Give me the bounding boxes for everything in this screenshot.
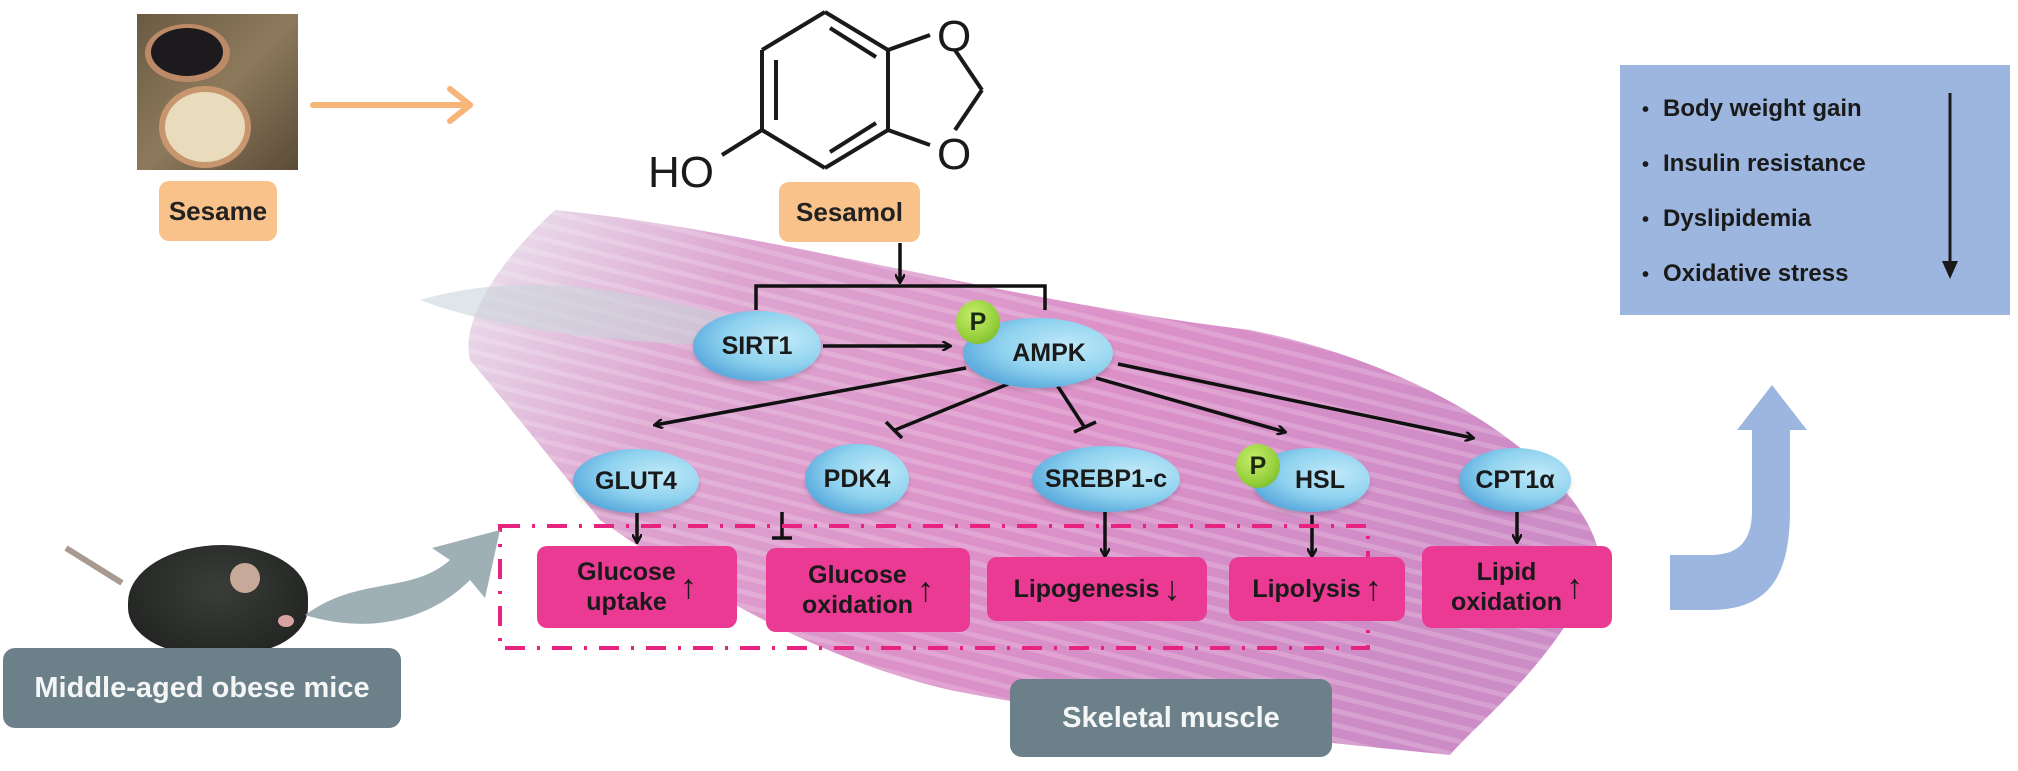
effect-line1: Lipogenesis xyxy=(1013,575,1160,603)
effect-line1: Glucose xyxy=(808,561,907,589)
mouse-model-label: Middle-aged obese mice xyxy=(3,648,401,728)
node-pdk4-label: PDK4 xyxy=(823,464,891,493)
node-pdk4: PDK4 xyxy=(805,444,909,514)
oxygen-bottom-atom: O xyxy=(937,130,972,179)
outcome-item: •Oxidative stress xyxy=(1642,260,1849,287)
outcomes-box: •Body weight gain •Insulin resistance •D… xyxy=(1620,65,2010,315)
oxygen-top-atom: O xyxy=(937,12,972,61)
sesame-image xyxy=(137,14,298,170)
effect-line1: Lipid xyxy=(1476,558,1537,586)
effect-line2: oxidation xyxy=(1450,588,1563,616)
mouse-image xyxy=(60,515,320,655)
down-arrow-icon: ↓ xyxy=(1163,570,1181,608)
ampk-to-hsl-edge xyxy=(1095,376,1285,432)
effect-lipolysis: Lipolysis ↑ xyxy=(1229,557,1405,621)
node-cpt1a: CPT1α xyxy=(1459,448,1571,512)
hsl-phospho-badge: P xyxy=(1236,444,1280,488)
effects-dashed-frame xyxy=(498,524,1370,650)
branch-bracket xyxy=(754,284,1047,310)
sesame-label: Sesame xyxy=(159,181,277,241)
sesamol-label: Sesamol xyxy=(779,182,920,242)
gray-curved-arrow xyxy=(305,530,500,624)
node-sirt1-label: SIRT1 xyxy=(721,331,793,360)
ampk-to-cpt1a-edge xyxy=(1117,362,1473,438)
blue-outcome-arrow xyxy=(1670,385,1807,610)
ampk-to-pdk4-edge xyxy=(894,378,1019,432)
effect-line1: Lipolysis xyxy=(1252,575,1361,603)
sesamol-structure xyxy=(720,10,984,170)
hydroxyl-group: HO xyxy=(648,148,714,197)
effect-line2: uptake xyxy=(586,588,667,616)
up-arrow-icon: ↑ xyxy=(1364,570,1382,608)
up-arrow-icon: ↑ xyxy=(917,571,935,609)
orange-arrow xyxy=(310,86,473,124)
ampk-to-glut4-edge xyxy=(655,366,967,425)
up-arrow-icon: ↑ xyxy=(679,568,697,606)
ampk-to-srebp1c-edge xyxy=(1053,381,1087,429)
outcome-item: •Insulin resistance xyxy=(1642,150,1866,177)
effect-line2: oxidation xyxy=(801,591,914,619)
ampk-phospho-badge: P xyxy=(956,300,1000,344)
node-srebp1c: SREBP1-c xyxy=(1032,446,1180,512)
decrease-arrow-icon xyxy=(1942,93,1958,279)
node-glut4-label: GLUT4 xyxy=(595,466,677,495)
node-srebp1c-label: SREBP1-c xyxy=(1044,464,1168,493)
node-sirt1: SIRT1 xyxy=(693,311,821,381)
node-hsl-label: HSL xyxy=(1295,465,1345,494)
effect-lipogenesis: Lipogenesis ↓ xyxy=(987,557,1207,621)
up-arrow-icon: ↑ xyxy=(1566,568,1584,606)
node-glut4: GLUT4 xyxy=(573,449,699,513)
node-ampk-label: AMPK xyxy=(1012,338,1086,367)
tissue-label: Skeletal muscle xyxy=(1010,679,1332,757)
node-cpt1a-label: CPT1α xyxy=(1475,465,1555,494)
outcome-item: •Dyslipidemia xyxy=(1642,205,1812,232)
effect-line1: Glucose xyxy=(577,558,676,586)
outcome-item: •Body weight gain xyxy=(1642,95,1862,122)
